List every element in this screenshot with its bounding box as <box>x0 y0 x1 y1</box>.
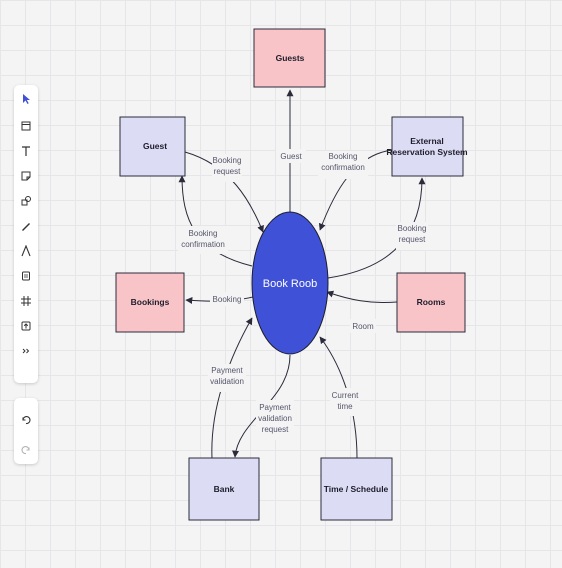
pen-tool[interactable] <box>18 218 34 234</box>
crop-frame-tool[interactable] <box>18 293 34 309</box>
grid-frame-icon <box>21 296 31 306</box>
guests-data-store <box>253 28 326 88</box>
edge-label-guest-confirmation-line2: confirmation <box>181 240 225 249</box>
edge-label-guest: Guest <box>280 152 302 161</box>
undo-button[interactable] <box>18 412 34 428</box>
edge-label-payment-validation-line2: validation <box>210 377 244 386</box>
edge-label-payment-request-line2: validation <box>258 414 292 423</box>
bookings-data-store <box>115 272 185 333</box>
shapes-tool[interactable] <box>18 193 34 209</box>
edge-label-current-time-line2: time <box>337 402 353 411</box>
frame-tool[interactable] <box>18 118 34 134</box>
external-label-line2: Reservation System <box>386 147 468 157</box>
edge-label-payment-request-line1: Payment <box>259 403 291 412</box>
rooms-label: Rooms <box>417 297 446 307</box>
process-circle <box>251 211 329 355</box>
line-icon <box>21 245 31 257</box>
pen-icon <box>22 223 30 231</box>
edge-label-booking: Booking <box>213 295 242 304</box>
edge-label-current-time-line1: Current <box>332 391 359 400</box>
edge-labels: Guest Booking request Booking confirmati… <box>178 149 428 440</box>
text-tool[interactable] <box>18 143 34 159</box>
bookings-label: Bookings <box>131 297 170 307</box>
node-bookings[interactable]: Bookings <box>115 272 185 333</box>
history-panel <box>14 398 38 464</box>
guests-label: Guests <box>276 53 305 63</box>
edge-rooms[interactable] <box>326 290 398 303</box>
redo-icon <box>21 446 30 455</box>
pointer-icon <box>23 94 30 104</box>
node-guest[interactable]: Guest <box>119 116 186 177</box>
edge-label-payment-validation-line1: Payment <box>211 366 243 375</box>
bank-entity <box>188 457 260 521</box>
upload-icon <box>21 321 31 331</box>
sticky-note-tool[interactable] <box>18 168 34 184</box>
node-guests[interactable]: Guests <box>253 28 326 88</box>
bank-label: Bank <box>214 484 235 494</box>
more-tools[interactable] <box>18 343 34 359</box>
edge-label-guest-confirmation-line1: Booking <box>189 229 218 238</box>
edge-label-external-confirmation-line1: Booking <box>329 152 358 161</box>
tool-palette <box>14 85 38 383</box>
upload-tool[interactable] <box>18 318 34 334</box>
redo-button[interactable] <box>18 442 34 458</box>
edge-label-guest-request-line2: request <box>214 167 241 176</box>
time-schedule-label: Time / Schedule <box>324 484 389 494</box>
external-reservation-entity <box>391 116 464 177</box>
time-schedule-entity <box>320 457 393 521</box>
external-label-line1: External <box>410 136 444 146</box>
node-rooms[interactable]: Rooms <box>396 272 466 333</box>
node-external-reservation-system[interactable]: External Reservation System <box>386 116 468 177</box>
comment-tool[interactable] <box>18 268 34 284</box>
guest-entity <box>119 116 186 177</box>
sticky-note-icon <box>21 171 31 181</box>
node-time-schedule[interactable]: Time / Schedule <box>320 457 393 521</box>
edge-guest-booking-request[interactable] <box>184 151 264 233</box>
edge-label-guest-request-line1: Booking <box>213 156 242 165</box>
process-label: Book Roob <box>263 278 317 290</box>
rooms-data-store <box>396 272 466 333</box>
more-icon <box>22 348 30 354</box>
edge-label-external-request-line2: request <box>399 235 426 244</box>
line-tool[interactable] <box>18 243 34 259</box>
undo-icon <box>22 416 31 425</box>
frame-icon <box>21 121 31 131</box>
text-icon <box>22 146 30 156</box>
edge-label-room: Room <box>352 322 374 331</box>
node-book-room-process[interactable]: Book Roob <box>251 211 329 355</box>
comment-icon <box>22 271 30 281</box>
edge-label-external-confirmation-line2: confirmation <box>321 163 365 172</box>
guest-label: Guest <box>143 141 167 151</box>
node-bank[interactable]: Bank <box>188 457 260 521</box>
select-tool[interactable] <box>18 91 34 107</box>
edge-label-external-request-line1: Booking <box>398 224 427 233</box>
edge-label-payment-request-line3: request <box>262 425 289 434</box>
shapes-icon <box>21 196 31 206</box>
